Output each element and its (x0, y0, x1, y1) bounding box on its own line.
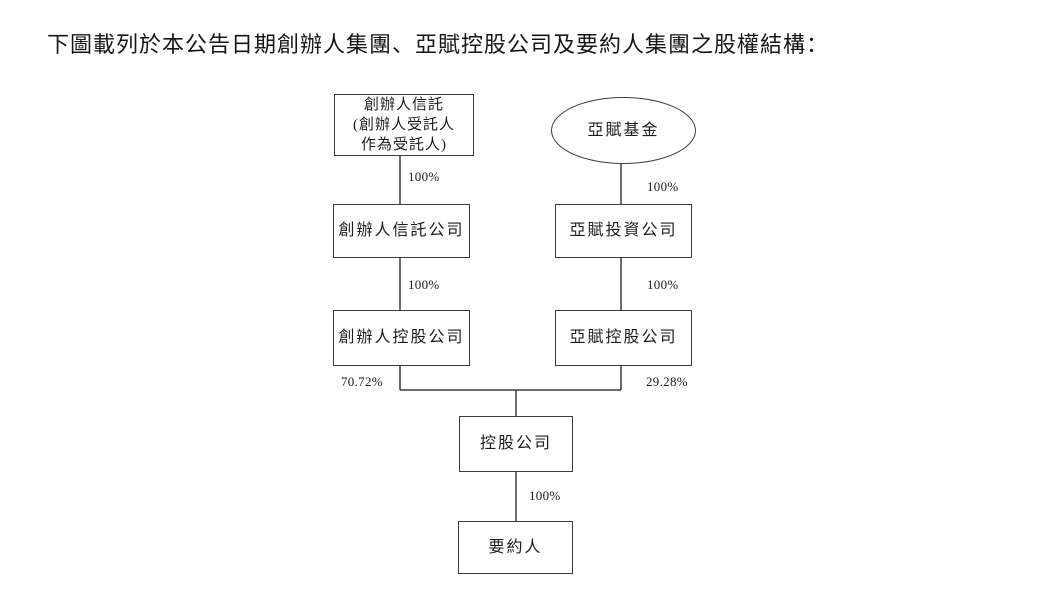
node-founder-trust-line1: 創辦人信託 (363, 96, 444, 113)
node-founder-holding-company: 創辦人控股公司 (333, 310, 470, 366)
node-founder-trust-line2: (創辦人受託人 (353, 116, 455, 133)
pct-fund-holding-share: 29.28% (646, 374, 688, 389)
node-fund: 亞賦基金 (551, 97, 696, 164)
node-founder-trust-company: 創辦人信託公司 (333, 204, 470, 258)
page-title: 下圖載列於本公告日期創辦人集團、亞賦控股公司及要約人集團之股權結構： (47, 32, 830, 57)
pct-founder-holding-share: 70.72% (341, 374, 383, 389)
node-offeror: 要約人 (458, 521, 573, 574)
node-fund-investment-company: 亞賦投資公司 (555, 204, 692, 258)
pct-founder-trust-to-trust-co: 100% (408, 169, 440, 184)
node-fund-holding-company: 亞賦控股公司 (555, 310, 692, 366)
node-holding-company: 控股公司 (459, 416, 573, 472)
pct-invest-co-to-fund-holding: 100% (647, 277, 679, 292)
node-founder-trust: 創辦人信託 (創辦人受託人 作為受託人) (334, 94, 474, 156)
node-founder-trust-line3: 作為受託人) (361, 137, 447, 154)
pct-fund-to-invest-co: 100% (647, 179, 679, 194)
pct-holdco-to-offeror: 100% (529, 488, 561, 503)
pct-trust-co-to-founder-holding: 100% (408, 277, 440, 292)
